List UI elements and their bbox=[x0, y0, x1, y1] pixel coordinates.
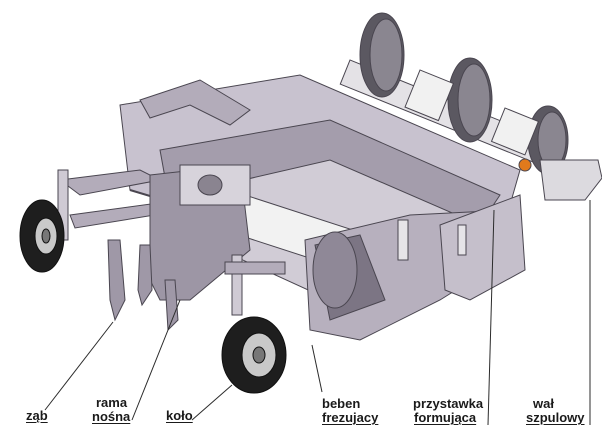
front-wheel bbox=[221, 254, 287, 394]
label-tine: ząb bbox=[26, 408, 48, 423]
label-wheel: koło bbox=[166, 408, 193, 423]
spool-shaft bbox=[339, 12, 602, 201]
label-milling-drum-line1: beben bbox=[322, 396, 361, 411]
label-support-frame-line1: rama bbox=[96, 395, 128, 410]
leader-lines bbox=[44, 200, 591, 426]
forming-attachment bbox=[439, 194, 526, 301]
support-frame bbox=[57, 79, 251, 301]
label-spool-shaft-line2: szpulowy bbox=[526, 410, 585, 425]
label-forming-attachment-line1: przystawka bbox=[413, 396, 484, 411]
label-milling-drum-line2: frezujacy bbox=[322, 410, 379, 425]
label-support-frame-line2: nośna bbox=[92, 409, 131, 424]
label-spool-shaft-line1: wał bbox=[533, 396, 554, 411]
left-wheel bbox=[19, 199, 65, 273]
label-forming-attachment-line2: formująca bbox=[414, 410, 477, 425]
tines bbox=[107, 239, 179, 332]
